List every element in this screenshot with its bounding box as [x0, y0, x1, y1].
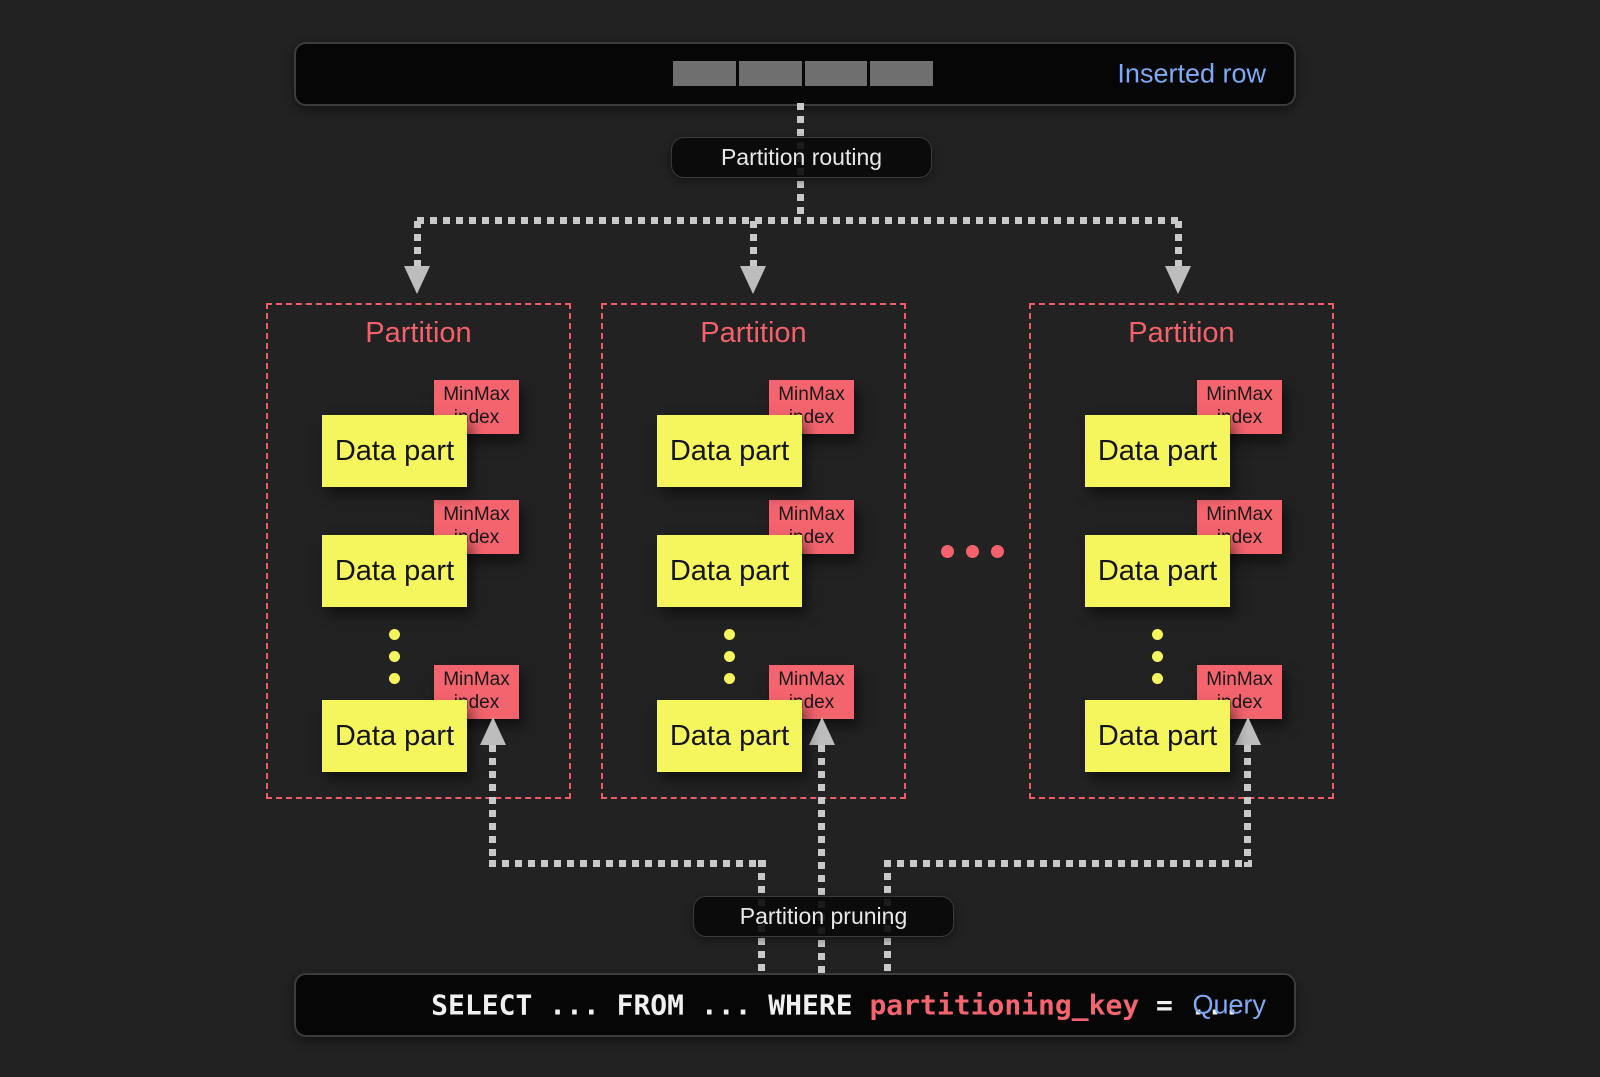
pruning-horizontal-right — [884, 860, 1252, 867]
data-part-box: Data part — [322, 535, 467, 607]
sql-head: SELECT ... FROM ... WHERE — [431, 988, 870, 1022]
data-part-box: Data part — [322, 415, 467, 487]
data-part-box: Data part — [1085, 535, 1230, 607]
pruning-arrow-3-icon — [1235, 717, 1261, 745]
data-part-box: Data part — [657, 415, 802, 487]
routing-branch-line-3 — [1175, 221, 1182, 267]
row-cell — [804, 61, 868, 86]
data-part-box: Data part — [1085, 700, 1230, 772]
partition-box: Partition MinMax index Data part MinMax … — [601, 303, 906, 799]
routing-arrow-3-icon — [1165, 266, 1191, 294]
partition-title: Partition — [1128, 317, 1235, 349]
pruning-branch-line-3 — [1244, 745, 1251, 867]
sql-partitioning-key: partitioning_key — [869, 988, 1140, 1022]
routing-arrow-2-icon — [740, 266, 766, 294]
data-part-box: Data part — [1085, 415, 1230, 487]
partition-title: Partition — [700, 317, 807, 349]
routing-horizontal-line — [417, 217, 1178, 224]
inserted-row-label: Inserted row — [1117, 58, 1266, 89]
pruning-branch-line-2 — [818, 745, 825, 974]
pruning-arrow-2-icon — [809, 717, 835, 745]
more-parts-dots-icon — [724, 629, 735, 695]
minmax-index-badge: MinMax index — [1197, 665, 1282, 719]
routing-branch-line-2 — [750, 221, 757, 267]
more-parts-dots-icon — [1152, 629, 1163, 695]
pruning-arrow-1-icon — [480, 717, 506, 745]
partition-box: Partition MinMax index Data part MinMax … — [266, 303, 571, 799]
partition-box: Partition MinMax index Data part MinMax … — [1029, 303, 1334, 799]
minmax-index-badge: MinMax index — [434, 380, 519, 434]
pruning-horizontal-left — [489, 860, 766, 867]
pruning-branch-line-1 — [489, 745, 496, 867]
row-cell — [738, 61, 802, 86]
routing-arrow-1-icon — [404, 266, 430, 294]
data-part-box: Data part — [657, 700, 802, 772]
data-part-box: Data part — [322, 700, 467, 772]
row-cell — [870, 61, 933, 86]
partition-pruning-pill: Partition pruning — [693, 896, 954, 937]
inserted-row-box: Inserted row — [294, 42, 1296, 106]
data-part-box: Data part — [657, 535, 802, 607]
partition-title: Partition — [365, 317, 472, 349]
more-parts-dots-icon — [389, 629, 400, 695]
routing-branch-line-1 — [414, 221, 421, 267]
query-label: Query — [1192, 989, 1266, 1020]
partitions-ellipsis-icon — [941, 545, 1004, 558]
partition-routing-pill: Partition routing — [671, 137, 932, 178]
sql-tail: = ... — [1139, 988, 1241, 1022]
inserted-row-cells — [673, 61, 933, 86]
query-box: SELECT ... FROM ... WHERE partitioning_k… — [294, 973, 1296, 1037]
sql-statement: SELECT ... FROM ... WHERE partitioning_k… — [330, 956, 1240, 1055]
row-cell — [673, 61, 736, 86]
